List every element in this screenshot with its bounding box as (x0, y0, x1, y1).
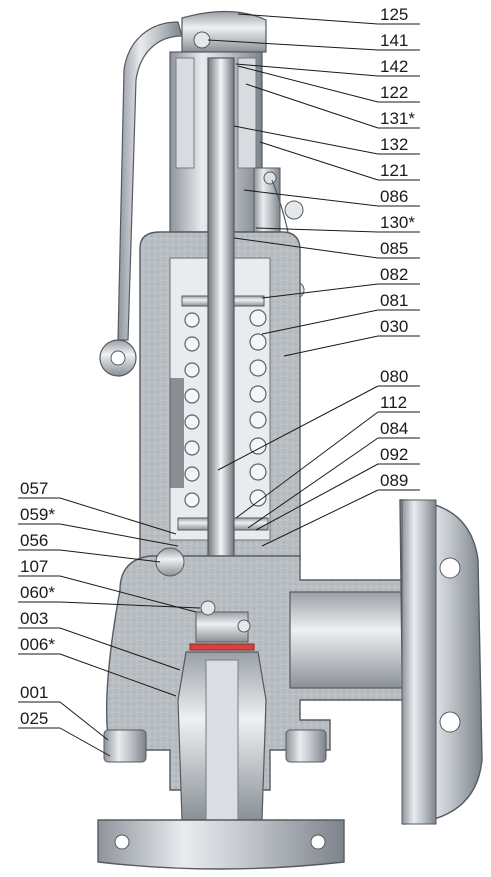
part-label-060: 060* (20, 583, 55, 602)
part-label-142: 142 (380, 57, 408, 76)
spring (184, 309, 267, 508)
right-labels: 125 141 142 122 131* 132 121 086 130* 08… (207, 5, 420, 547)
cap (181, 10, 267, 53)
part-label-081: 081 (380, 291, 408, 310)
part-label-125: 125 (380, 5, 408, 24)
part-label-132: 132 (380, 135, 408, 154)
part-label-030: 030 (380, 317, 408, 336)
part-label-086: 086 (380, 187, 408, 206)
left-leaders (59, 497, 201, 757)
inlet-flange (97, 819, 345, 870)
part-label-089: 089 (380, 471, 408, 490)
part-label-085: 085 (380, 239, 408, 258)
side-plug (155, 547, 185, 577)
left-underlines (18, 497, 60, 729)
part-label-025: 025 (20, 709, 48, 728)
part-label-057: 057 (20, 479, 48, 498)
part-label-059: 059* (20, 505, 55, 524)
part-label-082: 082 (380, 265, 408, 284)
lifting-lever (117, 21, 183, 341)
part-label-084: 084 (380, 419, 408, 438)
spindle (207, 57, 235, 619)
part-label-006: 006* (20, 635, 55, 654)
part-label-130: 130* (380, 213, 415, 232)
valve-illustration (97, 10, 483, 870)
part-label-112: 112 (380, 393, 407, 412)
part-label-001: 001 (20, 683, 48, 702)
right-leaders (207, 13, 379, 547)
part-label-092: 092 (380, 445, 408, 464)
part-label-003: 003 (20, 609, 48, 628)
part-label-107: 107 (20, 557, 48, 576)
lever-pin (193, 31, 211, 49)
part-label-080: 080 (380, 367, 408, 386)
left-labels: 057 059* 056 107 060* 003 006* 001 025 (18, 479, 201, 757)
part-label-141: 141 (380, 31, 408, 50)
part-label-122: 122 (380, 83, 408, 102)
right-underlines (378, 23, 420, 491)
seat-seal (189, 643, 255, 651)
part-label-056: 056 (20, 531, 48, 550)
part-label-131: 131* (380, 109, 415, 128)
part-label-121: 121 (380, 161, 408, 180)
